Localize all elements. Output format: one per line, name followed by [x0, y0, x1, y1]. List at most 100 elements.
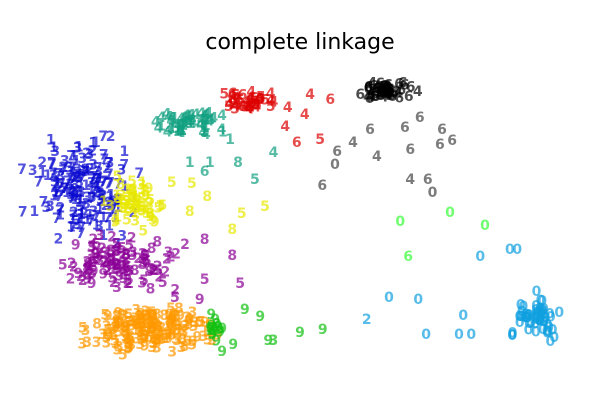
point-label-orange: 3 — [102, 319, 112, 335]
point-label-green: 9 — [215, 322, 225, 338]
point-label-purple: 3 — [121, 248, 131, 264]
point-label-red: 4 — [305, 87, 315, 103]
point-label-black: 6 — [355, 87, 365, 103]
point-label-green: 9 — [215, 325, 225, 341]
point-label-light-blue: 0 — [522, 310, 532, 326]
point-label-black: 6 — [370, 86, 380, 102]
point-label-blue: 1 — [95, 202, 105, 218]
point-label-yellow: 9 — [148, 213, 158, 229]
point-label-blue: 1 — [67, 190, 77, 206]
point-label-green: 9 — [208, 326, 218, 342]
point-label-black: 6 — [394, 76, 404, 92]
point-label-orange: 5 — [166, 324, 176, 340]
point-label-dark-grey: 6 — [400, 120, 410, 136]
point-label-blue: 1 — [55, 207, 65, 223]
point-label-teal: 8 — [233, 155, 243, 171]
point-label-blue: 7 — [98, 175, 108, 191]
point-label-purple: 8 — [121, 248, 131, 264]
point-label-orange: 5 — [173, 323, 183, 339]
point-label-yellow: 3 — [156, 198, 166, 214]
point-label-orange: 3 — [189, 319, 199, 335]
point-label-red: 4 — [300, 107, 310, 123]
point-label-teal: 1 — [186, 116, 196, 132]
point-label-blue: 2 — [54, 232, 64, 248]
point-label-purple: 5 — [139, 273, 149, 289]
point-label-orange: 8 — [141, 308, 151, 324]
point-label-teal: 1 — [156, 119, 166, 135]
point-label-blue: 2 — [58, 160, 68, 176]
point-label-purple: 2 — [122, 251, 132, 267]
point-label-orange: 8 — [177, 323, 187, 339]
point-label-purple: 8 — [106, 243, 116, 259]
point-label-orange: 8 — [153, 320, 163, 336]
point-label-purple: 9 — [119, 271, 129, 287]
point-label-teal: 4 — [175, 125, 185, 141]
point-label-orange: 5 — [124, 307, 134, 323]
point-label-blue: 1 — [92, 218, 102, 234]
point-label-blue: 7 — [113, 192, 123, 208]
point-label-black: 4 — [372, 79, 382, 95]
point-label-light-blue: 0 — [526, 316, 536, 332]
point-label-orange: 8 — [156, 332, 166, 348]
point-label-orange: 3 — [203, 332, 213, 348]
point-label-dark-grey: 6 — [437, 122, 447, 138]
point-label-blue: 7 — [110, 197, 120, 213]
point-label-purple: 5 — [153, 263, 163, 279]
point-label-teal: 5 — [250, 172, 260, 188]
point-label-teal: 4 — [176, 123, 186, 139]
point-label-orange: 3 — [154, 319, 164, 335]
point-label-blue: 1 — [68, 212, 78, 228]
point-label-light-blue: 0 — [508, 326, 518, 342]
point-label-light-blue: 0 — [544, 320, 554, 336]
point-label-orange: 3 — [141, 304, 151, 320]
point-label-light-blue: 0 — [535, 313, 545, 329]
point-label-orange: 3 — [163, 331, 173, 347]
point-label-purple: 9 — [106, 258, 116, 274]
point-label-purple: 2 — [109, 275, 119, 291]
point-label-blue: 7 — [69, 170, 79, 186]
point-label-teal: 1 — [200, 113, 210, 129]
point-label-purple: 9 — [113, 262, 123, 278]
point-label-light-blue: 0 — [466, 327, 476, 343]
point-label-orange: 8 — [132, 317, 142, 333]
point-label-red: 4 — [227, 87, 237, 103]
point-label-red: 4 — [266, 86, 276, 102]
point-label-black: 6 — [375, 88, 385, 104]
point-label-blue: 3 — [64, 160, 74, 176]
point-label-purple: 3 — [100, 245, 110, 261]
point-label-teal: 1 — [218, 125, 228, 141]
point-label-orange: 9 — [134, 316, 144, 332]
point-label-teal: 4 — [196, 116, 206, 132]
point-label-blue: 1 — [38, 166, 48, 182]
point-label-green: 3 — [269, 333, 279, 349]
point-label-purple: 2 — [66, 272, 76, 288]
point-label-purple: 2 — [153, 259, 163, 275]
point-label-purple: 2 — [123, 276, 133, 292]
point-label-teal: 4 — [205, 114, 215, 130]
point-label-green: 9 — [210, 312, 220, 328]
point-label-light-blue: 0 — [531, 307, 541, 323]
point-label-red: 5 — [230, 102, 240, 118]
point-label-orange: 3 — [82, 335, 92, 351]
point-label-purple: 3 — [118, 262, 128, 278]
point-label-teal: 4 — [163, 124, 173, 140]
point-label-orange: 3 — [148, 320, 158, 336]
point-label-purple: 5 — [87, 239, 97, 255]
point-label-orange: 5 — [145, 330, 155, 346]
point-label-teal: 4 — [217, 122, 227, 138]
point-label-dark-grey: 4 — [372, 149, 382, 165]
point-label-purple: 2 — [76, 269, 86, 285]
point-label-purple: 8 — [147, 241, 157, 257]
point-label-purple: 5 — [122, 261, 132, 277]
point-label-black: 6 — [375, 76, 385, 92]
point-label-red: 6 — [249, 90, 259, 106]
point-label-light-blue: 0 — [538, 307, 548, 323]
point-label-teal: 4 — [203, 105, 213, 121]
point-label-red: 6 — [228, 92, 238, 108]
point-label-blue: 2 — [68, 184, 78, 200]
point-label-light-blue: 0 — [524, 308, 534, 324]
point-label-blue: 1 — [62, 185, 72, 201]
point-label-yellow: 3 — [137, 177, 147, 193]
point-label-blue: 7 — [63, 174, 73, 190]
point-label-yellow: 5 — [158, 198, 168, 214]
